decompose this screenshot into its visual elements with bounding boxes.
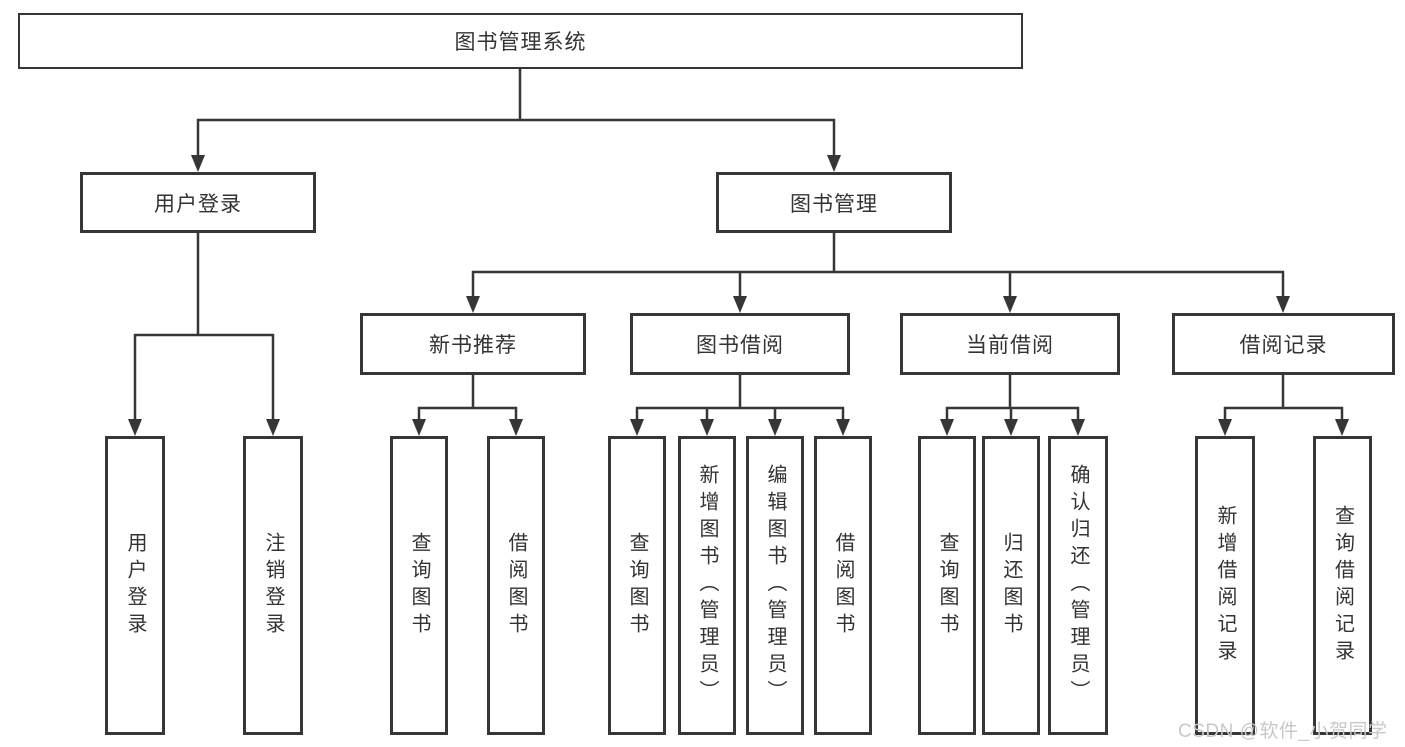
- node-book-management: 图书管理: [716, 172, 952, 233]
- leaf-edit-books-admin: 编辑图书（管理员）: [746, 436, 804, 735]
- node-borrowing-records: 借阅记录: [1172, 313, 1395, 375]
- leaf-add-borrow-record: 新增借阅记录: [1195, 436, 1255, 735]
- leaf-return-books: 归还图书: [982, 436, 1040, 735]
- leaf-query-books-borrowing: 查询图书: [608, 436, 666, 735]
- node-library-management-system: 图书管理系统: [18, 13, 1023, 69]
- node-label: 用户登录: [124, 531, 146, 640]
- node-label: 注销登录: [262, 531, 284, 640]
- node-label: 编辑图书（管理员）: [764, 464, 786, 707]
- leaf-user-login: 用户登录: [105, 436, 165, 735]
- node-user-login: 用户登录: [80, 172, 316, 233]
- node-new-book-recommendation: 新书推荐: [360, 313, 586, 375]
- leaf-query-books-recommend: 查询图书: [390, 436, 448, 735]
- leaf-query-borrow-record: 查询借阅记录: [1313, 436, 1372, 735]
- node-label: 图书借阅: [696, 334, 784, 357]
- node-label: 查询图书: [936, 531, 958, 640]
- csdn-watermark: CSDN @软件_小贺同学: [1178, 721, 1388, 742]
- node-label: 新书推荐: [429, 334, 517, 357]
- node-book-borrowing: 图书借阅: [630, 313, 850, 375]
- node-label: 查询图书: [626, 531, 648, 640]
- node-label: 新增借阅记录: [1214, 504, 1236, 667]
- node-label: 当前借阅: [966, 334, 1054, 357]
- leaf-logout: 注销登录: [243, 436, 303, 735]
- connector-paths: [133, 68, 1344, 424]
- leaf-confirm-return-admin: 确认归还（管理员）: [1048, 436, 1108, 735]
- node-label: 图书管理: [790, 192, 878, 216]
- arrowheads: [128, 155, 1349, 436]
- node-label: 新增图书（管理员）: [696, 464, 718, 707]
- node-label: 借阅图书: [832, 531, 854, 640]
- node-label: 图书管理系统: [454, 31, 587, 54]
- node-label: 归还图书: [1000, 531, 1022, 640]
- node-label: 用户登录: [154, 192, 242, 216]
- node-label: 借阅记录: [1239, 334, 1328, 357]
- leaf-borrow-books-recommend: 借阅图书: [487, 436, 545, 735]
- leaf-borrow-books-borrowing: 借阅图书: [814, 436, 872, 735]
- leaf-add-books-admin: 新增图书（管理员）: [678, 436, 736, 735]
- node-label: 查询图书: [408, 531, 430, 640]
- node-label: 借阅图书: [505, 531, 527, 640]
- node-label: 查询借阅记录: [1331, 504, 1354, 667]
- node-current-borrowing: 当前借阅: [900, 313, 1120, 375]
- node-label: 确认归还（管理员）: [1067, 464, 1089, 707]
- leaf-query-books-current: 查询图书: [918, 436, 976, 735]
